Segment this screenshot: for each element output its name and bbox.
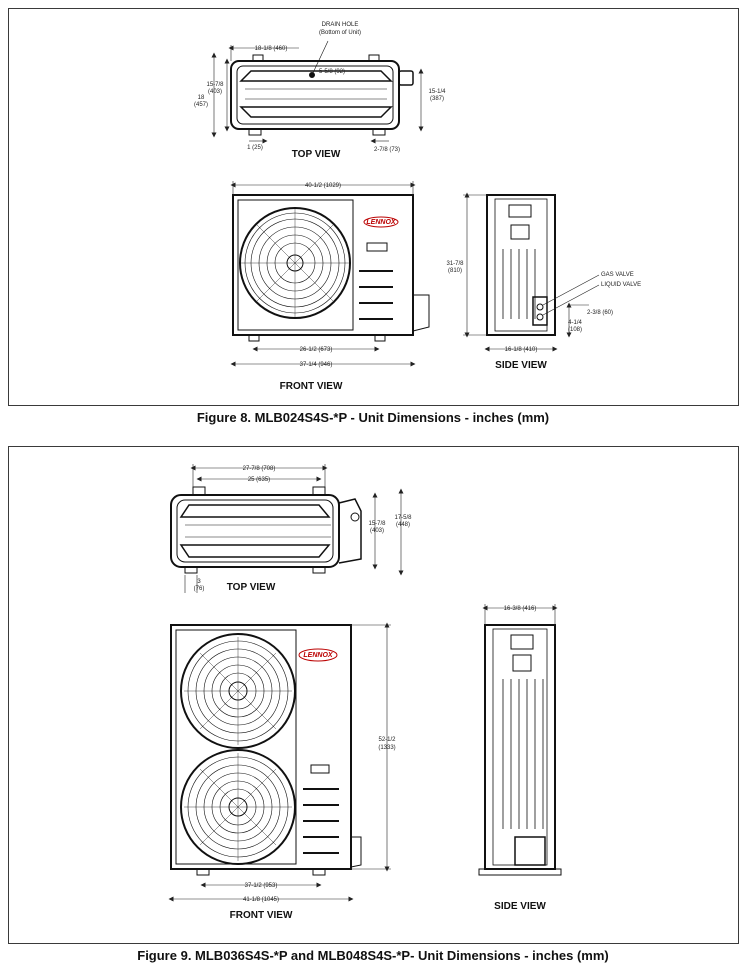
front-view-8-label: FRONT VIEW bbox=[280, 381, 343, 392]
figure-8-drawing bbox=[211, 40, 600, 367]
top-view-8-label: TOP VIEW bbox=[292, 149, 341, 160]
dim-front9-feet: 37-1/2 (953) bbox=[245, 883, 278, 889]
dim-front8-base: 37-1/4 (946) bbox=[300, 362, 333, 368]
drain-hole-sublabel: (Bottom of Unit) bbox=[319, 30, 361, 36]
figure-8-labels: DRAIN HOLE (Bottom of Unit) 18-1/8 (460)… bbox=[194, 22, 641, 392]
figure-9-panel: 27-7/8 (708) 25 (635) 15-7/8 (403) 17-5/… bbox=[8, 446, 739, 944]
lennox-logo-9: LENNOX bbox=[303, 652, 334, 659]
dim-side8-valve-b: 4-1/4 bbox=[568, 320, 582, 326]
figure-8-caption: Figure 8. MLB024S4S-*P - Unit Dimensions… bbox=[196, 410, 550, 425]
top-view-9-dims bbox=[184, 464, 404, 593]
front-view-9-dims bbox=[168, 622, 391, 902]
dim-top8-depth-b-mm: (457) bbox=[194, 102, 208, 108]
gas-valve-label: GAS VALVE bbox=[601, 272, 634, 278]
drain-hole-label: DRAIN HOLE bbox=[322, 22, 359, 28]
side-view-8-label: SIDE VIEW bbox=[495, 360, 547, 371]
front-view-9-label: FRONT VIEW bbox=[230, 910, 293, 921]
dim-top9-outer: 27-7/8 (708) bbox=[243, 466, 276, 472]
dim-front8-feet: 26-1/2 (673) bbox=[300, 347, 333, 353]
side-view-9-dims bbox=[482, 604, 558, 625]
dim-top9-depth-b-mm: (448) bbox=[396, 522, 410, 528]
dim-top9-inner: 25 (635) bbox=[248, 477, 270, 483]
dim-side9-depth: 16-3/8 (416) bbox=[504, 606, 537, 612]
top-view-8-dims bbox=[211, 45, 424, 144]
dim-top8-width: 18-1/8 (460) bbox=[255, 46, 288, 52]
side-view-9-label: SIDE VIEW bbox=[494, 901, 546, 912]
top-view-9-label: TOP VIEW bbox=[227, 582, 276, 593]
dim-top9-depth-a-mm: (403) bbox=[370, 528, 384, 534]
dim-side8-valve-b-mm: (108) bbox=[568, 327, 582, 333]
figure-8-panel: DRAIN HOLE (Bottom of Unit) 18-1/8 (460)… bbox=[8, 8, 739, 406]
dim-top8-foot-left: 1 (25) bbox=[247, 145, 263, 151]
dim-top8-right: 15-1/4 bbox=[428, 89, 446, 95]
dim-front8-overall: 40-1/2 (1029) bbox=[305, 183, 341, 189]
side-view-8-dims bbox=[463, 192, 600, 352]
dim-front9-height: 52-1/2 bbox=[378, 737, 396, 743]
dim-top8-depth-b: 18 bbox=[198, 95, 205, 101]
side-view-9 bbox=[478, 624, 562, 876]
dim-top8-right-mm: (387) bbox=[430, 96, 444, 102]
dim-side8-height: 31-7/8 bbox=[446, 261, 464, 267]
top-view-9 bbox=[170, 486, 362, 574]
front-view-8-dims bbox=[230, 181, 416, 367]
dim-top8-depth-a: 15-7/8 bbox=[206, 82, 224, 88]
dim-top8-drain: 5-5/8 (92) bbox=[319, 69, 345, 75]
dim-side8-valve-a: 2-3/8 (60) bbox=[587, 310, 613, 316]
lennox-logo-8: LENNOX bbox=[366, 219, 397, 226]
side-view-8 bbox=[486, 194, 556, 336]
dim-front9-height-mm: (1333) bbox=[378, 745, 395, 751]
dim-side8-depth: 16-1/8 (410) bbox=[505, 347, 538, 353]
figure-9-labels: 27-7/8 (708) 25 (635) 15-7/8 (403) 17-5/… bbox=[194, 466, 547, 921]
figure-9-drawing bbox=[168, 464, 562, 902]
figure-9-caption: Figure 9. MLB036S4S-*P and MLB048S4S-*P-… bbox=[137, 948, 609, 963]
dim-top9-depth-b: 17-5/8 bbox=[394, 515, 412, 521]
top-view-8 bbox=[230, 40, 414, 136]
front-view-8 bbox=[232, 194, 430, 342]
dim-top9-depth-a: 15-7/8 bbox=[368, 521, 386, 527]
front-view-9 bbox=[170, 624, 362, 876]
liquid-valve-label: LIQUID VALVE bbox=[601, 282, 641, 288]
dim-top8-depth-a-mm: (403) bbox=[208, 89, 222, 95]
dim-front9-base: 41-1/8 (1045) bbox=[243, 897, 279, 903]
dim-side8-height-mm: (810) bbox=[448, 268, 462, 274]
dim-top8-foot-right: 2-7/8 (73) bbox=[374, 147, 400, 153]
dim-top9-foot-mm: (76) bbox=[194, 586, 205, 592]
dim-top9-foot: 3 bbox=[197, 579, 201, 585]
